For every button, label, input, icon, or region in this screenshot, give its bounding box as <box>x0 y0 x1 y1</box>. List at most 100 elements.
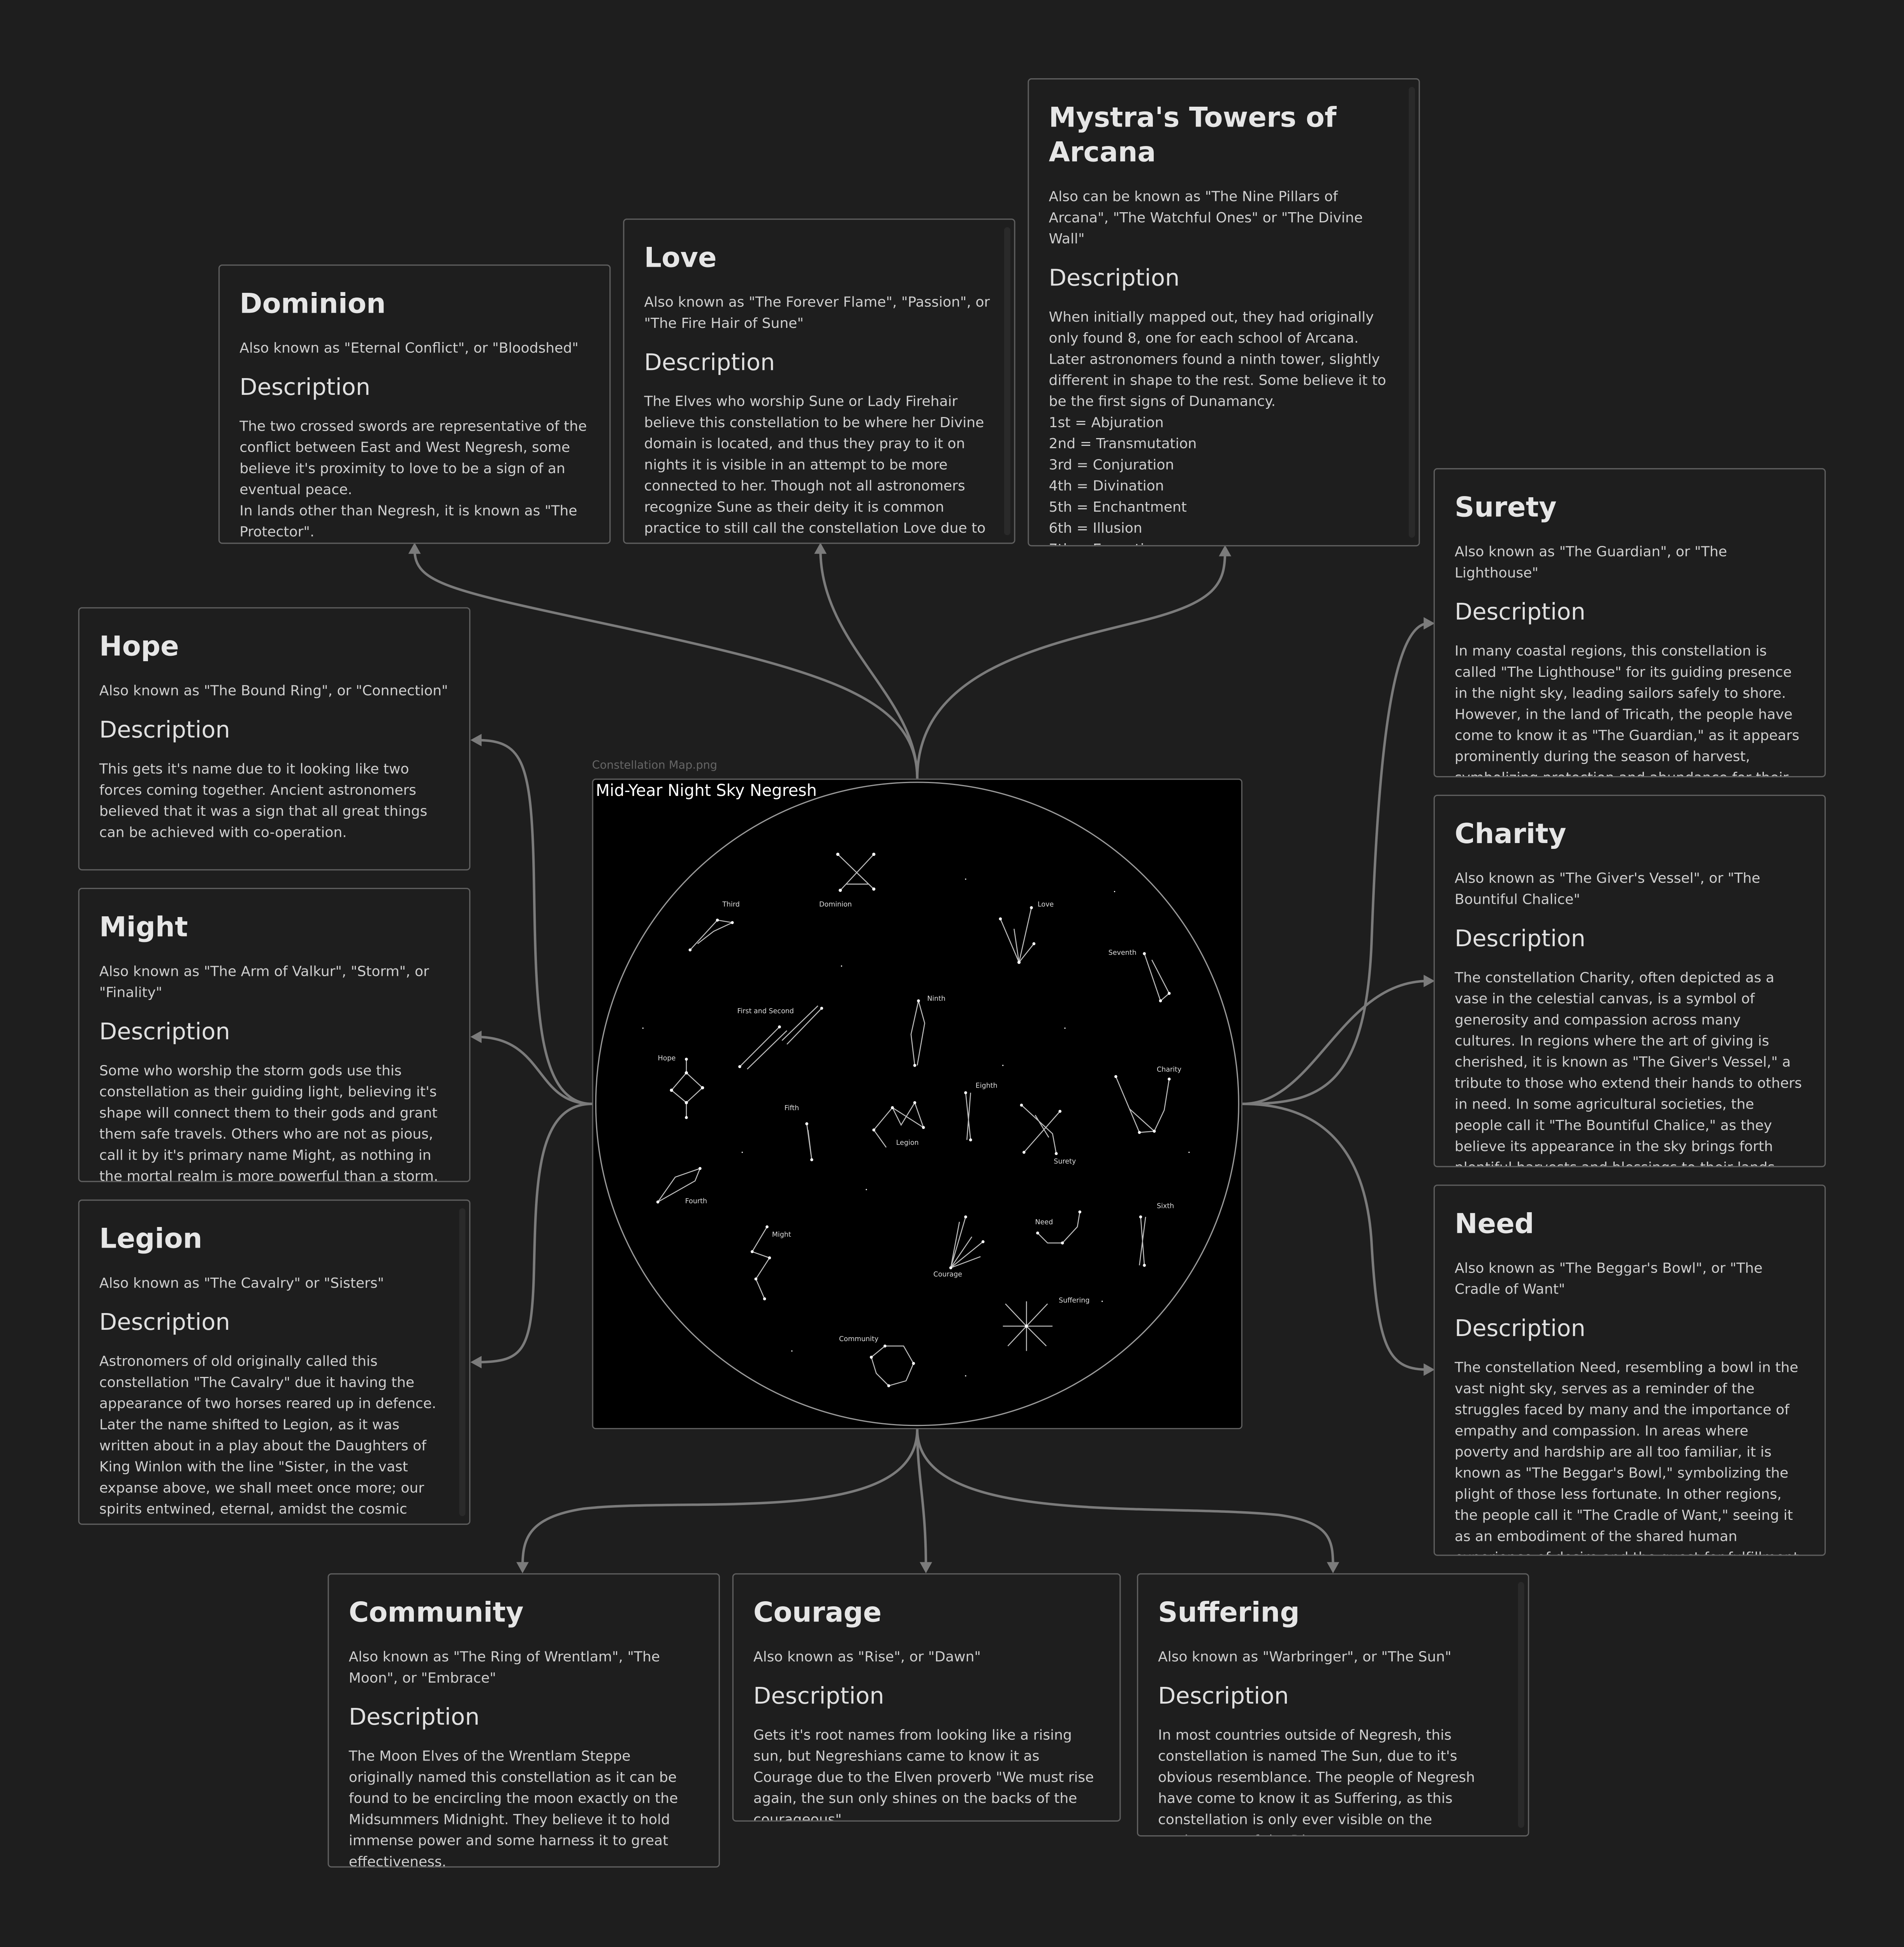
constellation-dominion <box>837 854 875 891</box>
arrow-legion <box>470 1356 482 1369</box>
edge-suffering <box>916 1429 1334 1567</box>
constellation-might <box>751 1226 771 1299</box>
card-title: Might <box>99 912 188 944</box>
constellation-courage <box>950 1216 984 1268</box>
map-label-first-second: First and Second <box>737 1007 794 1015</box>
card-aka: Also known as "Rise", or "Dawn" <box>753 1649 981 1665</box>
card-aka: Also known as "The Forever Flame", "Pass… <box>644 294 990 332</box>
card-description: Some who worship the storm gods use this… <box>99 1063 438 1182</box>
constellation-charity <box>1115 1076 1170 1133</box>
card-love[interactable]: Love Also known as "The Forever Flame", … <box>623 218 1015 544</box>
star-chart: Third Dominion Love Seventh Ninth First … <box>595 782 1239 1426</box>
constellation-legion <box>873 1101 925 1148</box>
map-label-hope: Hope <box>658 1054 676 1062</box>
map-label-community: Community <box>839 1335 878 1343</box>
card-aka: Also known as "The Ring of Wrentlam", "T… <box>348 1649 660 1686</box>
scrollbar[interactable] <box>1409 87 1415 538</box>
constellation-need <box>1037 1212 1080 1244</box>
card-courage[interactable]: Courage Also known as "Rise", or "Dawn" … <box>732 1573 1121 1822</box>
constellation-map-image[interactable]: Third Dominion Love Seventh Ninth First … <box>592 778 1242 1429</box>
arrow-might <box>470 1030 482 1043</box>
card-dominion[interactable]: Dominion Also known as "Eternal Conflict… <box>218 264 611 544</box>
constellation-ninth <box>910 1000 926 1066</box>
arrow-charity <box>1424 975 1435 988</box>
card-aka: Also known as "Warbringer", or "The Sun" <box>1158 1649 1452 1665</box>
map-label-suffering: Suffering <box>1059 1297 1089 1304</box>
edge-love <box>819 549 919 779</box>
edge-mystra <box>916 551 1227 779</box>
map-label-love: Love <box>1038 901 1054 908</box>
arrow-suffering <box>1327 1562 1339 1574</box>
edge-need <box>1242 1102 1429 1371</box>
card-heading: Description <box>99 718 230 744</box>
card-description: The constellation Need, resembling a bow… <box>1454 1359 1803 1555</box>
map-label-dominion: Dominion <box>819 901 852 908</box>
card-heading: Description <box>239 375 371 401</box>
card-title: Courage <box>753 1598 882 1629</box>
card-heading: Description <box>1158 1684 1289 1710</box>
scrollbar[interactable] <box>1004 227 1010 535</box>
constellation-sixth <box>1139 1216 1146 1266</box>
constellation-fourth <box>657 1167 701 1202</box>
constellation-hope <box>670 1059 704 1118</box>
card-community[interactable]: Community Also known as "The Ring of Wre… <box>327 1573 720 1868</box>
map-label-courage: Courage <box>933 1271 962 1278</box>
card-title: Suffering <box>1158 1598 1300 1629</box>
arrow-community <box>516 1562 529 1574</box>
card-surety[interactable]: Surety Also known as "The Guardian", or … <box>1433 468 1826 778</box>
constellation-community <box>871 1345 914 1387</box>
card-mystra[interactable]: Mystra's Towers of Arcana Also can be kn… <box>1028 78 1420 547</box>
arrow-hope <box>470 734 482 746</box>
card-charity[interactable]: Charity Also known as "The Giver's Vesse… <box>1433 794 1826 1167</box>
constellation-lines <box>657 854 1170 1387</box>
card-title: Mystra's Towers of Arcana <box>1049 103 1337 169</box>
arrow-courage <box>920 1562 932 1574</box>
constellation-love <box>1000 907 1035 963</box>
map-label-surety: Surety <box>1054 1158 1076 1165</box>
map-label-legion: Legion <box>896 1139 919 1147</box>
constellation-eighth <box>965 1093 971 1140</box>
card-title: Community <box>348 1598 524 1629</box>
card-description: The Moon Elves of the Wrentlam Steppe or… <box>348 1748 678 1868</box>
map-label-might: Might <box>772 1231 791 1239</box>
card-title: Dominion <box>239 289 386 320</box>
card-heading: Description <box>99 1019 230 1046</box>
map-file-caption: Constellation Map.png <box>592 760 718 773</box>
scrollbar[interactable] <box>459 1208 466 1516</box>
card-description: Gets it's root names from looking like a… <box>753 1727 1094 1822</box>
card-description: In most countries outside of Negresh, th… <box>1158 1727 1475 1835</box>
card-title: Need <box>1454 1209 1534 1241</box>
card-might[interactable]: Might Also known as "The Arm of Valkur",… <box>78 887 471 1182</box>
map-label-sixth: Sixth <box>1157 1202 1174 1210</box>
constellation-surety <box>1021 1105 1061 1154</box>
arrow-need <box>1424 1363 1435 1376</box>
stars <box>642 852 1190 1387</box>
card-description: The two crossed swords are representativ… <box>239 418 587 540</box>
map-title: Mid-Year Night Sky Negresh <box>596 782 817 801</box>
map-label-charity: Charity <box>1157 1066 1181 1074</box>
scrollbar[interactable] <box>1518 1582 1524 1828</box>
map-label-third: Third <box>722 901 740 908</box>
card-aka: Also known as "The Bound Ring", or "Conn… <box>99 683 448 699</box>
edge-surety <box>1242 622 1429 1106</box>
card-title: Legion <box>99 1224 202 1255</box>
edge-dominion <box>413 549 919 779</box>
card-aka: Also known as "The Cavalry" or "Sisters" <box>99 1275 384 1292</box>
card-heading: Description <box>348 1705 480 1731</box>
card-title: Charity <box>1454 819 1566 851</box>
card-description: In many coastal regions, this constellat… <box>1454 643 1800 776</box>
card-title: Surety <box>1454 493 1557 524</box>
card-aka: Also known as "The Guardian", or "The Li… <box>1454 544 1727 581</box>
card-description: The constellation Charity, often depicte… <box>1454 970 1802 1166</box>
card-need[interactable]: Need Also known as "The Beggar's Bowl", … <box>1433 1185 1826 1556</box>
constellation-fifth <box>806 1123 813 1160</box>
card-legion[interactable]: Legion Also known as "The Cavalry" or "S… <box>78 1199 471 1525</box>
card-hope[interactable]: Hope Also known as "The Bound Ring", or … <box>78 607 471 871</box>
edge-legion <box>475 1102 592 1364</box>
card-description: This gets it's name due to it looking li… <box>99 761 428 841</box>
card-suffering[interactable]: Suffering Also known as "Warbringer", or… <box>1137 1573 1529 1837</box>
constellation-seventh <box>1144 953 1170 1002</box>
map-label-seventh: Seventh <box>1109 949 1137 957</box>
card-description: Astronomers of old originally called thi… <box>99 1353 436 1524</box>
